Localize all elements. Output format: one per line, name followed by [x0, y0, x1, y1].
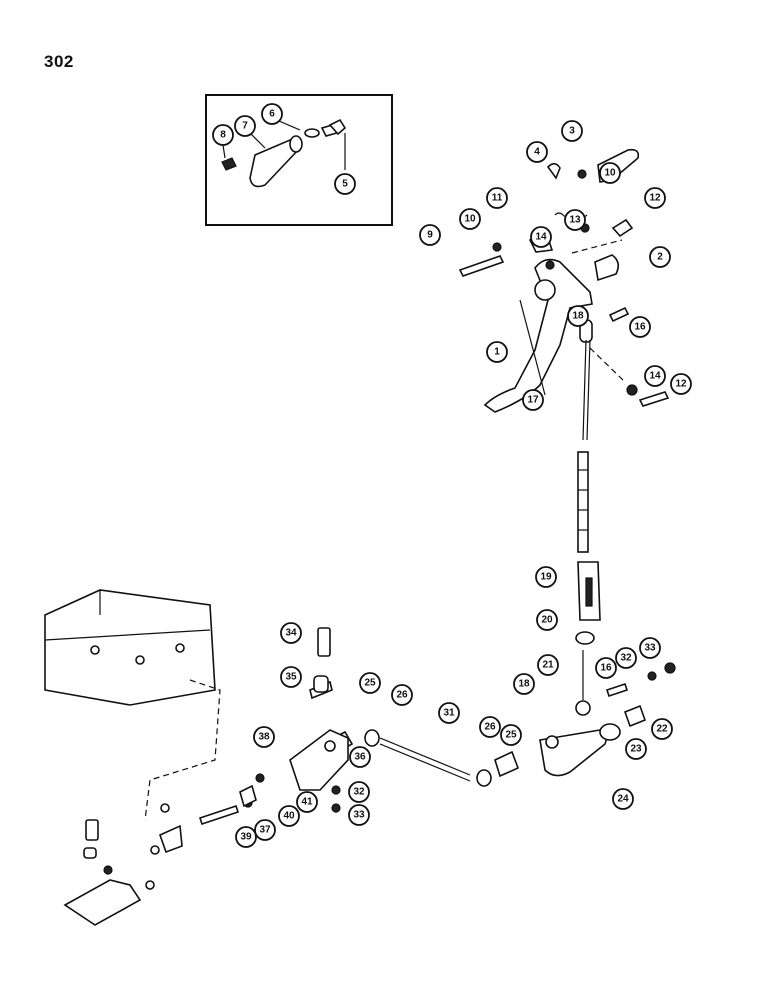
callout-bubbles: 1 2 3 4 5 6 7 8 9 10 10 11 12 12 13 14 1…: [212, 103, 692, 848]
callout-16b: 16: [595, 657, 617, 679]
page-number: 302: [44, 52, 74, 71]
svg-text:39: 39: [240, 832, 252, 843]
valve-body: [44, 589, 221, 926]
svg-text:26: 26: [484, 722, 496, 733]
callout-40: 40: [278, 805, 300, 827]
lower-linkage: [198, 627, 676, 826]
inset-parts: [221, 117, 347, 188]
svg-text:10: 10: [464, 214, 476, 225]
callout-32a: 32: [348, 781, 370, 803]
callout-20: 20: [536, 609, 558, 631]
pedal-assembly: [458, 148, 670, 716]
callout-19: 19: [535, 566, 557, 588]
svg-text:37: 37: [259, 825, 271, 836]
svg-text:26: 26: [396, 690, 408, 701]
svg-text:25: 25: [364, 678, 376, 689]
inset-detail-box: [205, 94, 393, 226]
callout-4: 4: [526, 141, 548, 163]
callout-37: 37: [254, 819, 276, 841]
callout-22: 22: [651, 718, 673, 740]
callout-21: 21: [537, 654, 559, 676]
svg-text:14: 14: [649, 371, 661, 382]
svg-text:9: 9: [427, 230, 433, 241]
svg-text:36: 36: [354, 752, 366, 763]
callout-25b: 25: [500, 724, 522, 746]
callout-38: 38: [253, 726, 275, 748]
callout-33b: 33: [639, 637, 661, 659]
svg-text:31: 31: [443, 708, 455, 719]
svg-text:8: 8: [220, 130, 226, 141]
svg-text:3: 3: [569, 126, 575, 137]
svg-text:16: 16: [600, 663, 612, 674]
callout-13: 13: [564, 209, 586, 231]
svg-text:34: 34: [285, 628, 297, 639]
callout-18a: 18: [567, 305, 589, 327]
svg-text:13: 13: [569, 215, 581, 226]
callout-18b: 18: [513, 673, 535, 695]
svg-text:12: 12: [675, 379, 687, 390]
svg-text:25: 25: [505, 730, 517, 741]
svg-text:12: 12: [649, 193, 661, 204]
callout-36: 36: [349, 746, 371, 768]
callout-2: 2: [649, 246, 671, 268]
svg-text:2: 2: [657, 252, 663, 263]
callout-39: 39: [235, 826, 257, 848]
callout-9: 9: [419, 224, 441, 246]
svg-text:23: 23: [630, 744, 642, 755]
callout-11: 11: [486, 187, 508, 209]
svg-text:14: 14: [535, 232, 547, 243]
callout-12a: 12: [644, 187, 666, 209]
callout-8: 8: [212, 124, 234, 146]
svg-text:1: 1: [494, 347, 500, 358]
svg-text:16: 16: [634, 322, 646, 333]
svg-text:11: 11: [492, 193, 503, 204]
callout-33a: 33: [348, 804, 370, 826]
svg-text:32: 32: [353, 787, 365, 798]
svg-text:22: 22: [656, 724, 668, 735]
svg-text:18: 18: [518, 679, 530, 690]
svg-text:19: 19: [540, 572, 552, 583]
callout-34: 34: [280, 622, 302, 644]
callout-7: 7: [234, 115, 256, 137]
svg-text:5: 5: [342, 179, 348, 190]
callout-23: 23: [625, 738, 647, 760]
svg-text:41: 41: [301, 797, 313, 808]
svg-text:32: 32: [620, 653, 632, 664]
callout-10a: 10: [459, 208, 481, 230]
callout-17: 17: [522, 389, 544, 411]
svg-text:33: 33: [644, 643, 656, 654]
callout-12b: 12: [670, 373, 692, 395]
svg-text:40: 40: [283, 811, 295, 822]
svg-text:6: 6: [269, 109, 275, 120]
callout-16a: 16: [629, 316, 651, 338]
callout-35: 35: [280, 666, 302, 688]
svg-text:38: 38: [258, 732, 270, 743]
svg-text:21: 21: [542, 660, 554, 671]
callout-14a: 14: [530, 226, 552, 248]
svg-text:7: 7: [242, 121, 248, 132]
callout-32b: 32: [615, 647, 637, 669]
callout-31: 31: [438, 702, 460, 724]
callout-25a: 25: [359, 672, 381, 694]
callout-10b: 10: [599, 162, 621, 184]
callout-1: 1: [486, 341, 508, 363]
callout-41: 41: [296, 791, 318, 813]
callout-6: 6: [261, 103, 283, 125]
callout-14b: 14: [644, 365, 666, 387]
callout-5: 5: [334, 173, 356, 195]
svg-text:18: 18: [572, 311, 584, 322]
callout-26a: 26: [391, 684, 413, 706]
svg-text:35: 35: [285, 672, 297, 683]
svg-text:4: 4: [534, 147, 540, 158]
svg-text:17: 17: [527, 395, 539, 406]
callout-3: 3: [561, 120, 583, 142]
svg-text:20: 20: [541, 615, 553, 626]
callout-24: 24: [612, 788, 634, 810]
svg-text:24: 24: [617, 794, 629, 805]
svg-text:33: 33: [353, 810, 365, 821]
callout-26b: 26: [479, 716, 501, 738]
svg-text:10: 10: [604, 168, 616, 179]
